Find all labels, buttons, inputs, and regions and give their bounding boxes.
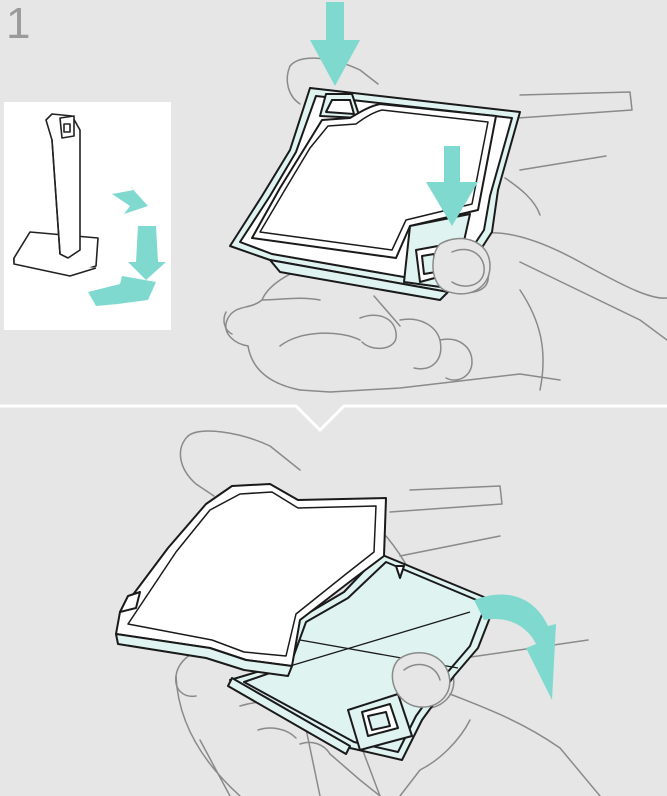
base-station-inset <box>4 102 171 330</box>
top-hand-front <box>433 239 490 294</box>
bottom-hand-front <box>392 653 449 707</box>
panel-divider <box>0 406 667 430</box>
curved-arrow-icon <box>474 594 556 700</box>
